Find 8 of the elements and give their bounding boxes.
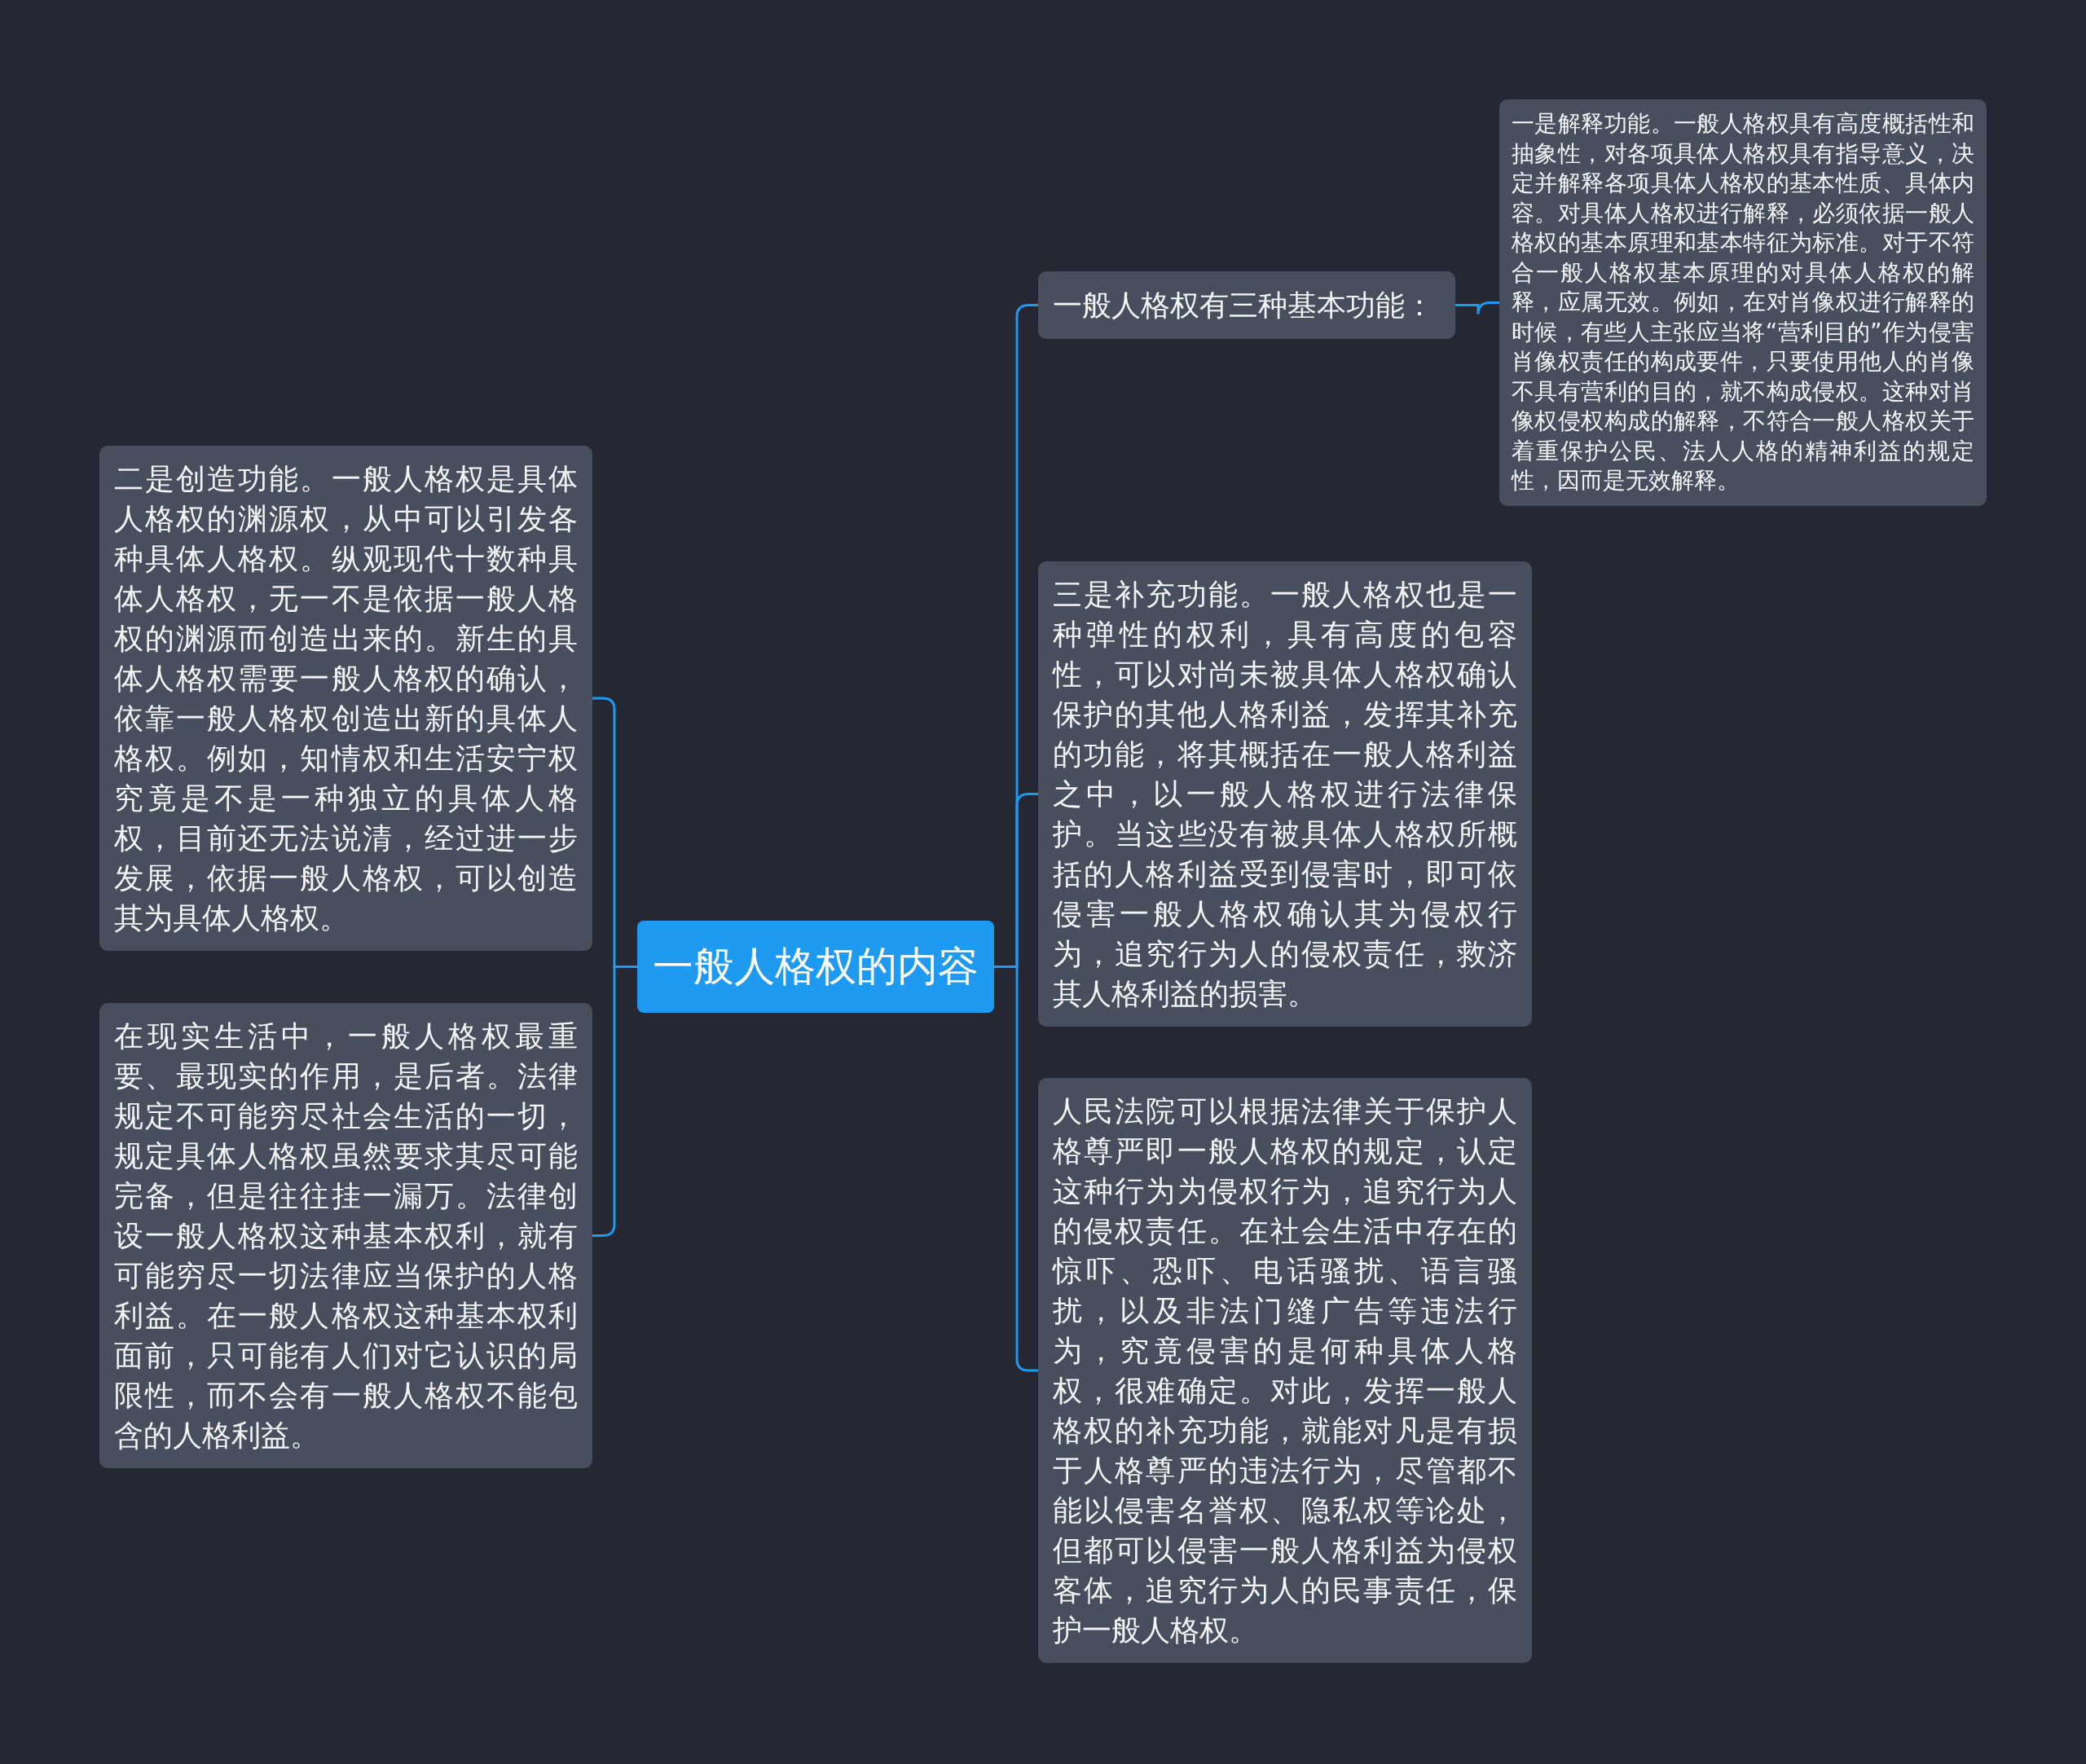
topic-box: 一般人格权有三种基本功能：: [1038, 271, 1455, 339]
text-box: 在现实生活中，一般人格权最重要、最现实的作用，是后者。法律规定不可能穷尽社会生活的一切，规定具体人格权虽然要求其尽可能完备，但是往往挂一漏万。法律创设一般人格权这种基本权利，就有可能穷尽一切法律应当保护的人格利益。在一般人格权这种基本权利面前，只可能有人们对它认识的局限性，而不会有一般人格权不能包含的人格利益。: [99, 1003, 592, 1468]
text-box: 一是解释功能。一般人格权具有高度概括性和抽象性，对各项具体人格权具有指导意义，决定并解释各项具体人格权的基本性质、具体内容。对具体人格权进行解释，必须依据一般人格权的基本原理和基本特征为标准。对于不符合一般人格权基本原理的对具体人格权的解释，应属无效。例如，在对肖像权进行解释的时候，有些人主张应当将“营利目的”作为侵害肖像权责任的构成要件，只要使用他人的肖像不具有营利的目的，就不构成侵权。这种对肖像权侵权构成的解释，不符合一般人格权关于着重保护公民、法人人格的精神利益的规定性，因而是无效解释。: [1499, 99, 1987, 506]
text-box: 人民法院可以根据法律关于保护人格尊严即一般人格权的规定，认定这种行为为侵权行为，追究行为人的侵权责任。在社会生活中存在的惊吓、恐吓、电话骚扰、语言骚扰，以及非法门缝广告等违法行为，究竟侵害的是何种具体人格权，很难确定。对此，发挥一般人格权的补充功能，就能对凡是有损于人格尊严的违法行为，尽管都不能以侵害名誉权、隐私权等论处，但都可以侵害一般人格利益为侵权客体，追究行为人的民事责任，保护一般人格权。: [1038, 1078, 1532, 1663]
connector-line: [1455, 301, 1499, 315]
central-topic-box: 一般人格权的内容: [637, 921, 994, 1013]
text-box: 三是补充功能。一般人格权也是一种弹性的权利，具有高度的包容性，可以对尚未被具体人格权确认保护的其他人格利益，发挥其补充的功能，将其概括在一般人格利益之中，以一般人格权进行法律保护。当这些没有被具体人格权所概括的人格利益受到侵害时，即可依侵害一般人格权确认其为侵权行为，追究行为人的侵权责任，救济其人格利益的损害。: [1038, 561, 1532, 1027]
text-box: 二是创造功能。一般人格权是具体人格权的渊源权，从中可以引发各种具体人格权。纵观现代十数种具体人格权，无一不是依据一般人格权的渊源而创造出来的。新生的具体人格权需要一般人格权的确认，依靠一般人格权创造出新的具体人格权。例如，知情权和生活安宁权究竟是不是一种独立的具体人格权，目前还无法说清，经过进一步发展，依据一般人格权，可以创造其为具体人格权。: [99, 446, 592, 951]
